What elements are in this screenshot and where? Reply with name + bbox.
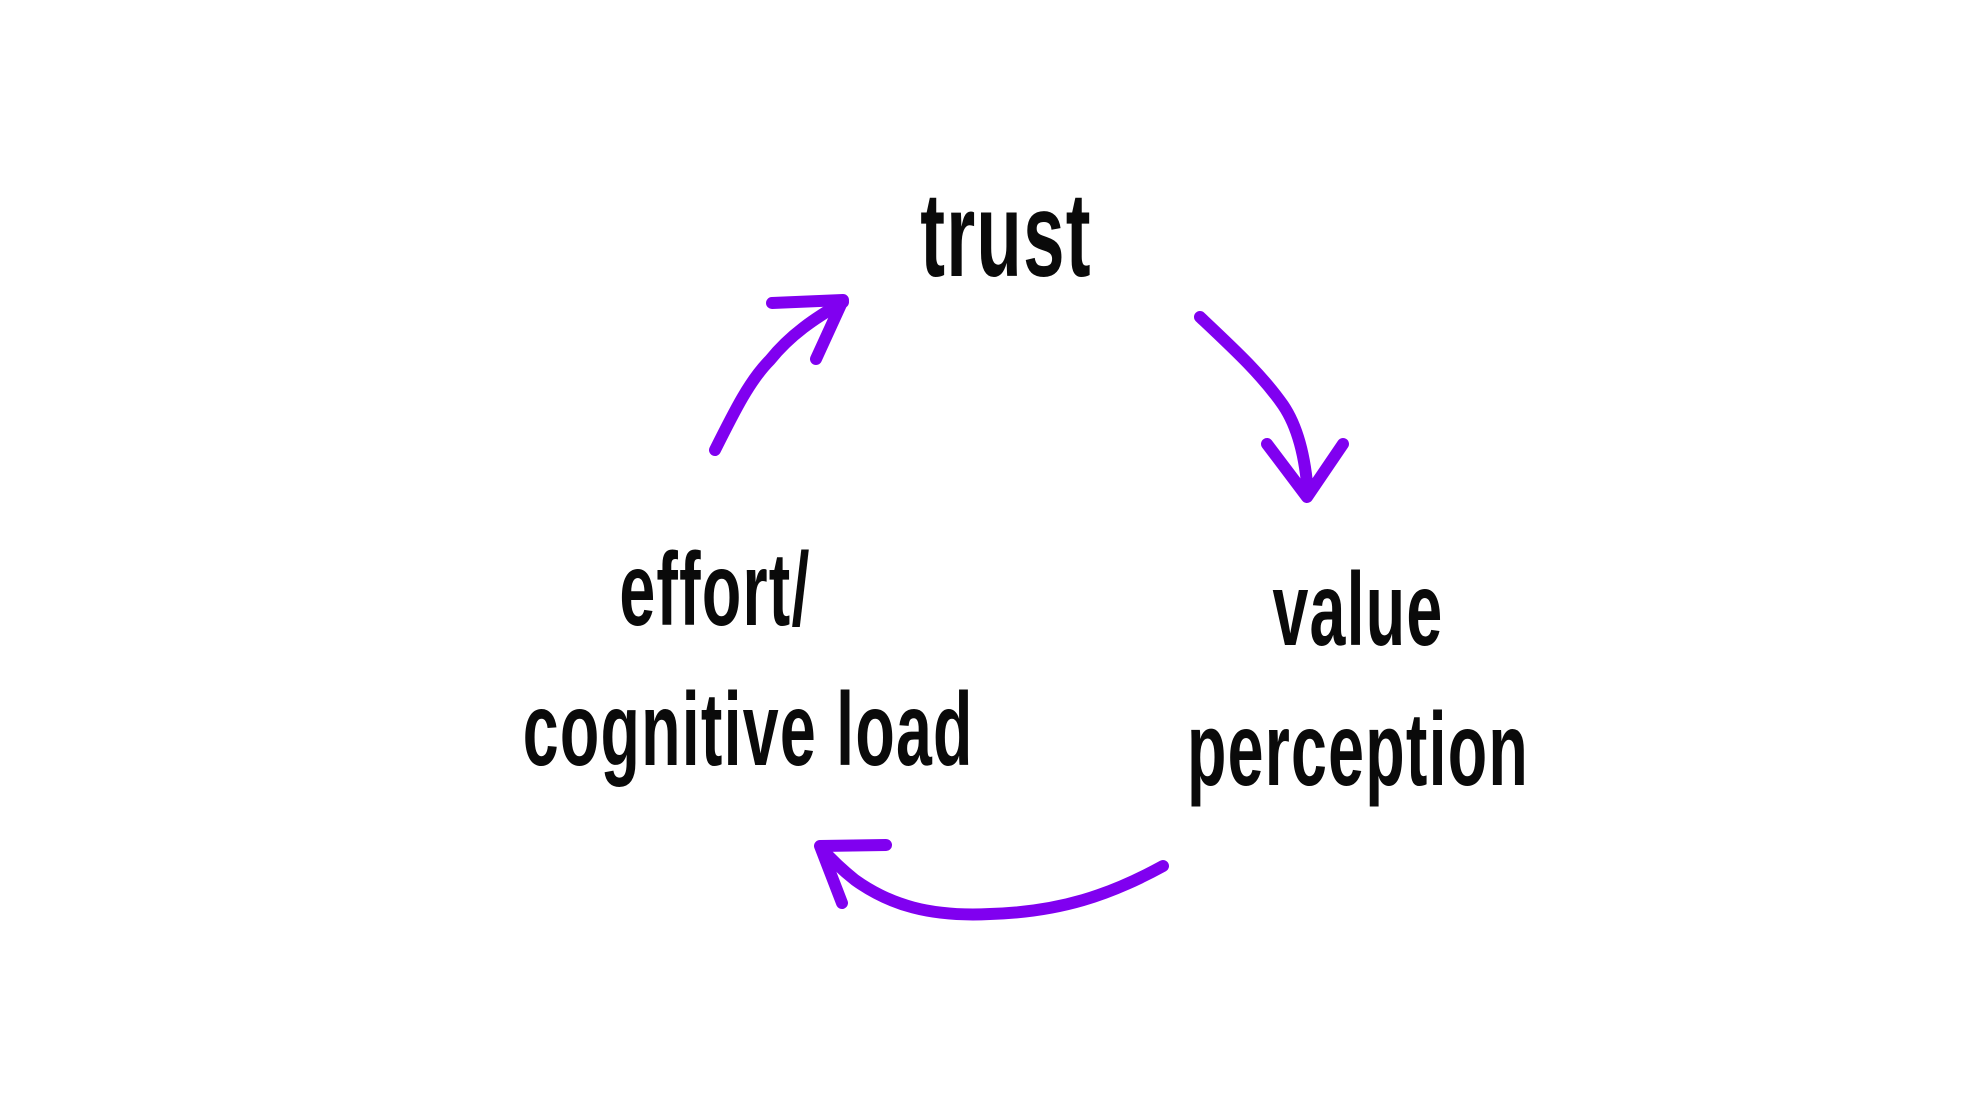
arrow-shaft [709,296,849,456]
node-value-perception-line-1: value [1272,552,1444,668]
arrow-head [766,294,849,365]
arrow-head [814,839,892,909]
node-effort-cognitive-load: effort/ cognitive load [522,520,974,800]
arrow-trust-to-value-icon [1194,311,1349,503]
arrow-shaft [816,843,1169,921]
node-effort-line-1: effort/ [619,532,811,648]
arrow-head [1261,438,1349,503]
node-effort-line-2: cognitive load [522,672,974,788]
arrow-effort-to-trust-icon [709,294,849,456]
node-trust: trust [882,165,1130,305]
node-value-perception-line-2: perception [1186,692,1530,808]
arrow-value-to-effort-icon [814,839,1169,921]
arrow-shaft [1194,311,1314,501]
node-trust-label: trust [920,168,1092,302]
node-value-perception: value perception [1172,540,1544,820]
